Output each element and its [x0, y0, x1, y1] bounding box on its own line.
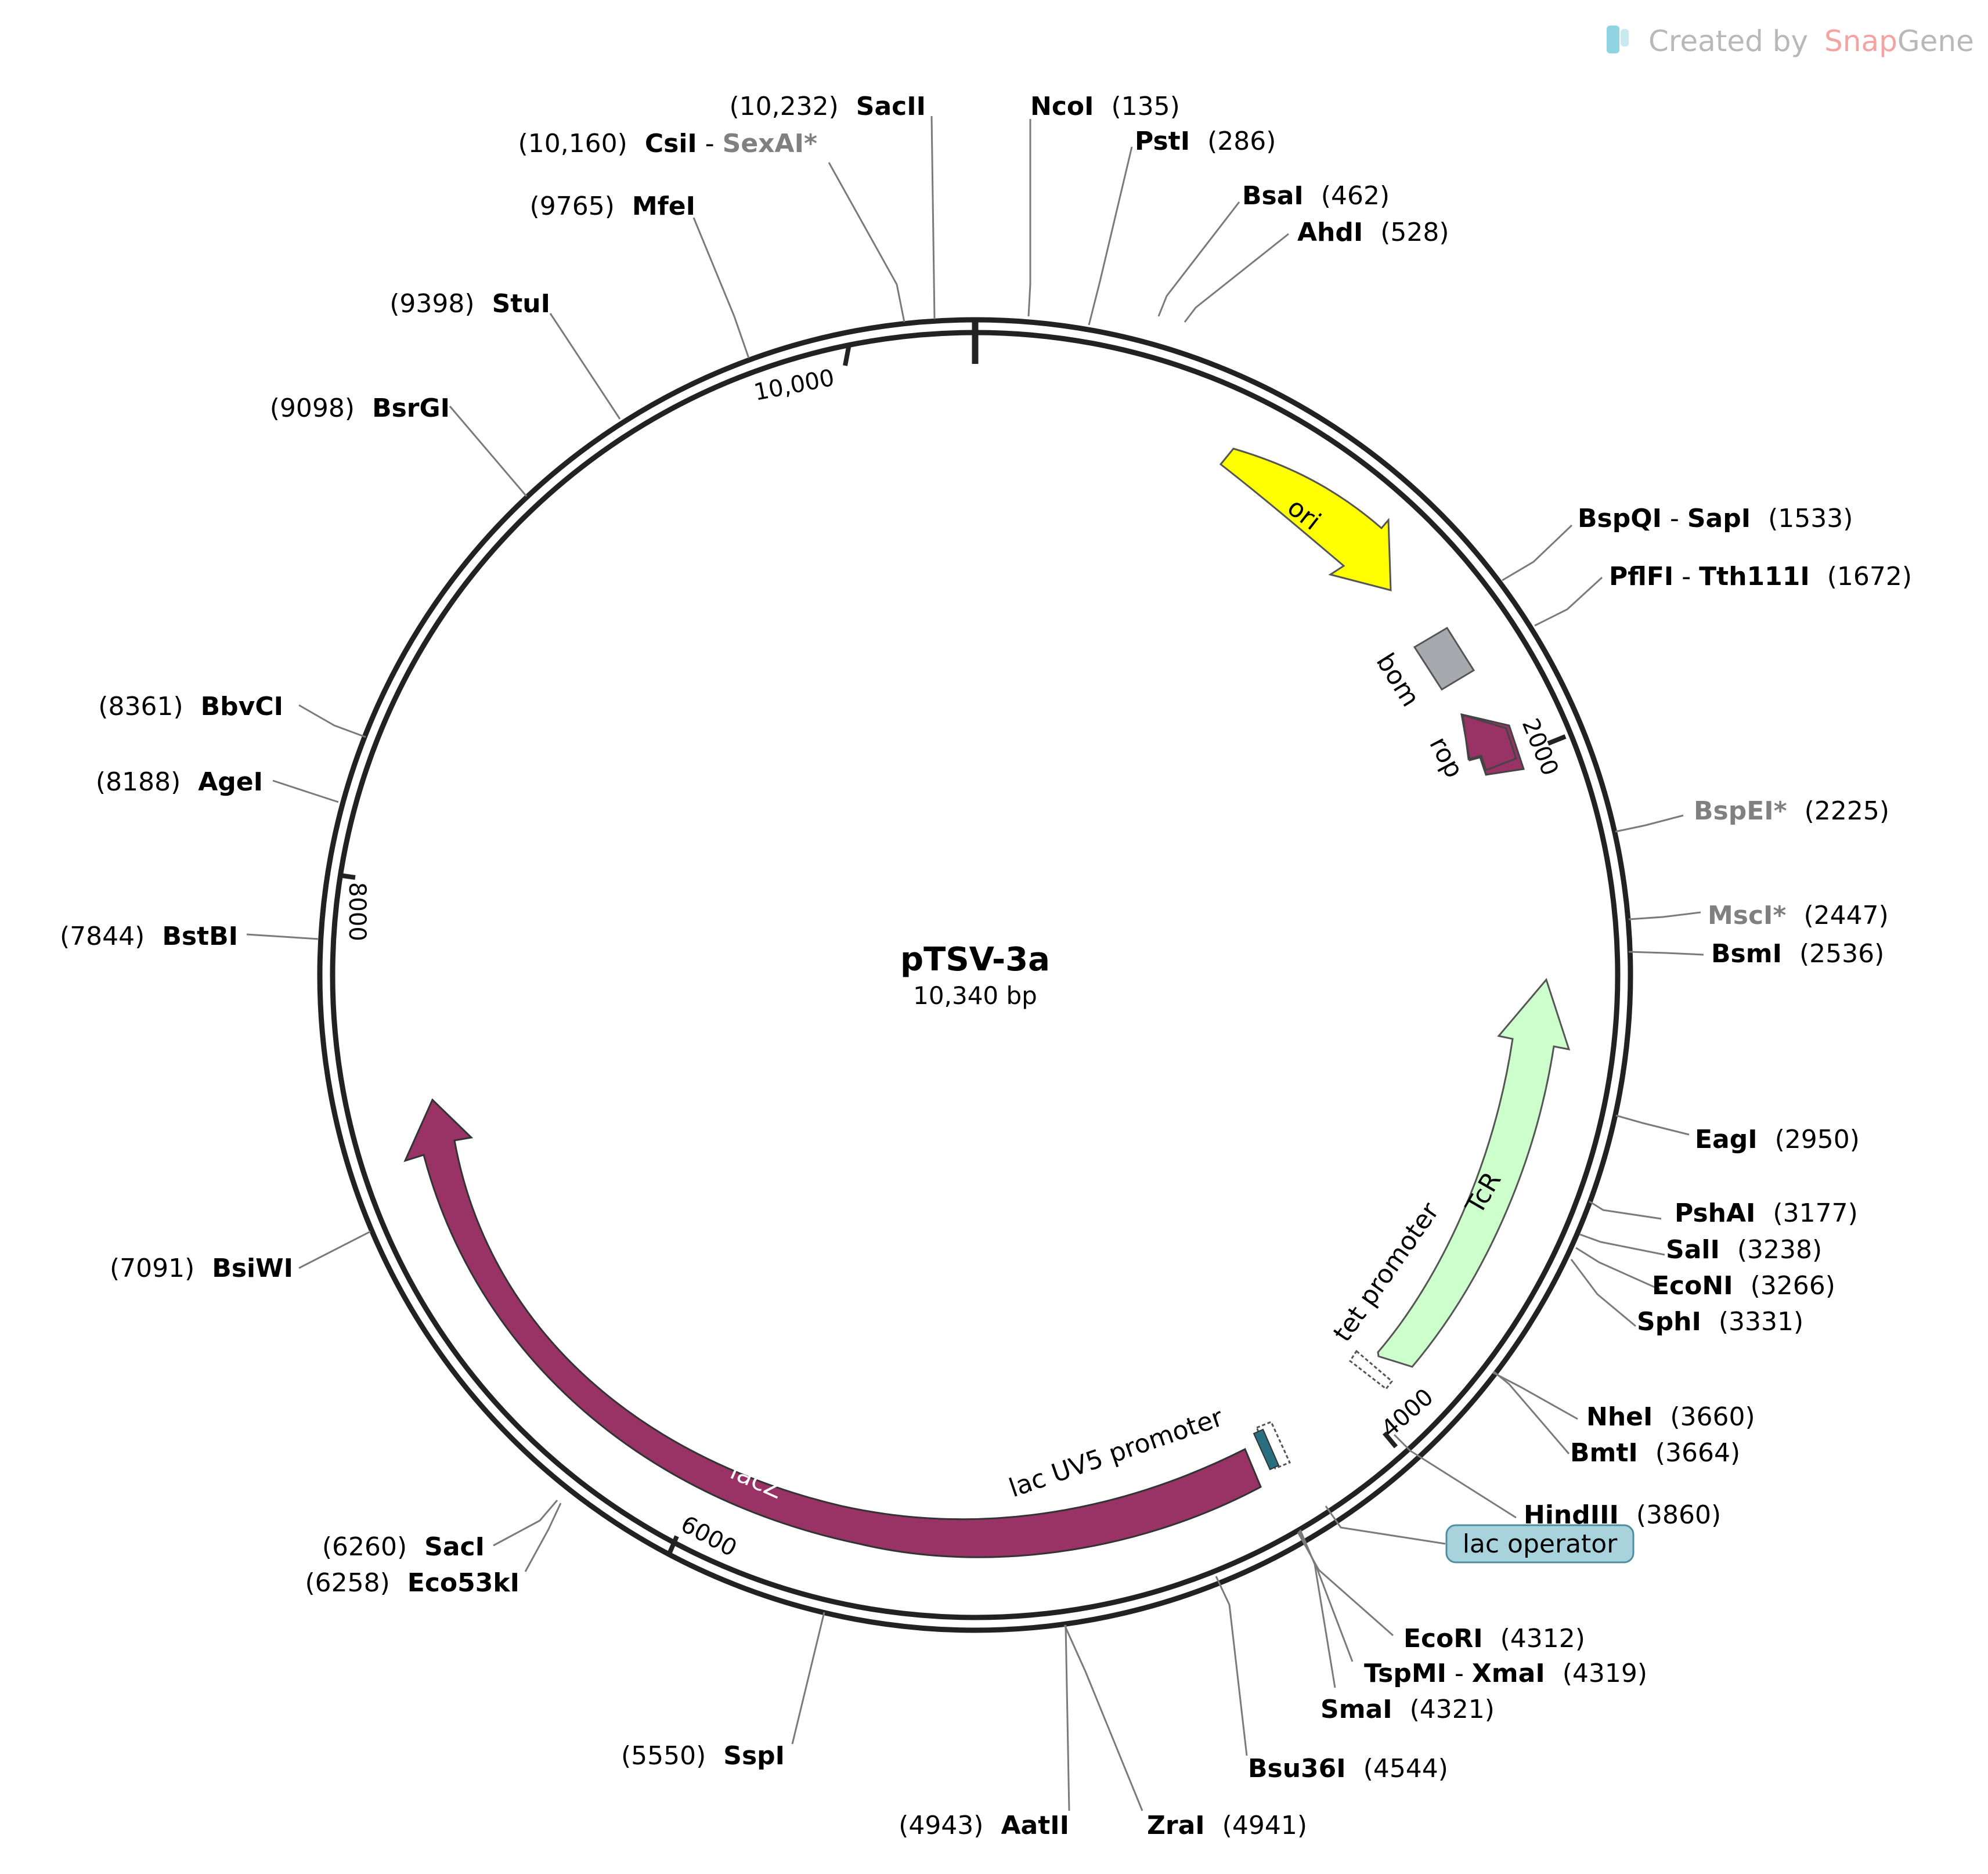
site-zrai: ZraI(4941)	[1147, 1811, 1307, 1840]
site-sacii: (10,232)SacII	[729, 92, 926, 121]
restriction-sites: (10,232)SacII (10,160)CsiI - SexAI* (976…	[60, 92, 1912, 1840]
site-eco53ki: (6258)Eco53kI	[305, 1568, 519, 1598]
ori-feature: ori	[1219, 447, 1392, 591]
site-aatii: (4943)AatII	[899, 1811, 1069, 1840]
site-bsiwi: (7091)BsiWI	[110, 1254, 293, 1283]
site-hindiii: HindIII(3860)	[1524, 1500, 1721, 1530]
plasmid-name: pTSV-3a	[900, 941, 1050, 978]
site-msci: MscI*(2447)	[1708, 901, 1889, 930]
bom-feature: bom	[1370, 626, 1475, 712]
site-pshai: PshAI(3177)	[1675, 1198, 1858, 1228]
site-bsai: BsaI(462)	[1242, 181, 1390, 211]
site-sspi: (5550)SspI	[621, 1741, 785, 1771]
brand-gene: Gene	[1897, 24, 1974, 58]
tick-label-8000: 8000	[344, 882, 370, 941]
site-bsu36i: Bsu36I(4544)	[1248, 1754, 1448, 1783]
site-bmti: BmtI(3664)	[1570, 1438, 1740, 1468]
site-bbvci: (8361)BbvCI	[98, 692, 283, 721]
site-psti: PstI(286)	[1135, 127, 1276, 156]
lac-operator-callout: lac operator	[1445, 1524, 1635, 1564]
site-eagi: EagI(2950)	[1695, 1125, 1860, 1154]
site-tspmi-xmai: TspMI - XmaI(4319)	[1364, 1659, 1647, 1688]
site-bspei: BspEI*(2225)	[1694, 796, 1889, 826]
rop-feature: rop	[1423, 713, 1525, 783]
site-agei: (8188)AgeI	[96, 767, 263, 797]
backbone	[317, 317, 1633, 1633]
site-bsmi: BsmI(2536)	[1711, 939, 1884, 969]
lac-operator-label: lac operator	[1463, 1529, 1618, 1559]
lacz-feature: lacZ	[403, 1098, 1262, 1558]
tcr-feature: TcR	[1377, 977, 1571, 1368]
site-pflfi-tth111i: PflFI - Tth111I(1672)	[1609, 562, 1912, 591]
site-ecori: EcoRI(4312)	[1403, 1624, 1585, 1653]
snapgene-brand: Created by SnapGene	[1607, 24, 1974, 58]
brand-prefix: Created by	[1648, 24, 1808, 58]
site-econi: EcoNI(3266)	[1652, 1271, 1835, 1301]
snapgene-logo-icon	[1607, 26, 1629, 53]
plasmid-length: 10,340 bp	[913, 981, 1037, 1010]
site-sali: SalI(3238)	[1666, 1235, 1822, 1265]
site-csii-sexai: (10,160)CsiI - SexAI*	[518, 129, 817, 158]
site-bspqi-sapi: BspQI - SapI(1533)	[1578, 504, 1853, 533]
rop-label: rop	[1423, 732, 1469, 783]
svg-text:Created by SnapGene: Created by SnapGene	[1648, 24, 1974, 58]
tick-label-6000: 6000	[676, 1511, 741, 1562]
bom-label: bom	[1370, 648, 1426, 712]
site-stui: (9398)StuI	[389, 289, 550, 319]
tick-label-4000: 4000	[1376, 1384, 1438, 1443]
site-ahdi: AhdI(528)	[1297, 218, 1449, 247]
site-ncoi: NcoI(135)	[1030, 92, 1180, 121]
site-mfei: (9765)MfeI	[530, 192, 695, 221]
site-bsrgi: (9098)BsrGI	[270, 393, 450, 423]
site-nhei: NheI(3660)	[1586, 1402, 1755, 1432]
site-smai: SmaI(4321)	[1320, 1695, 1495, 1724]
leader-lines	[246, 115, 1704, 1811]
site-sphi: SphI(3331)	[1637, 1307, 1803, 1337]
brand-snap: Snap	[1824, 24, 1897, 58]
lac-operator-feature	[1253, 1428, 1280, 1471]
site-bstbi: (7844)BstBI	[60, 922, 238, 951]
site-saci: (6260)SacI	[322, 1532, 485, 1562]
